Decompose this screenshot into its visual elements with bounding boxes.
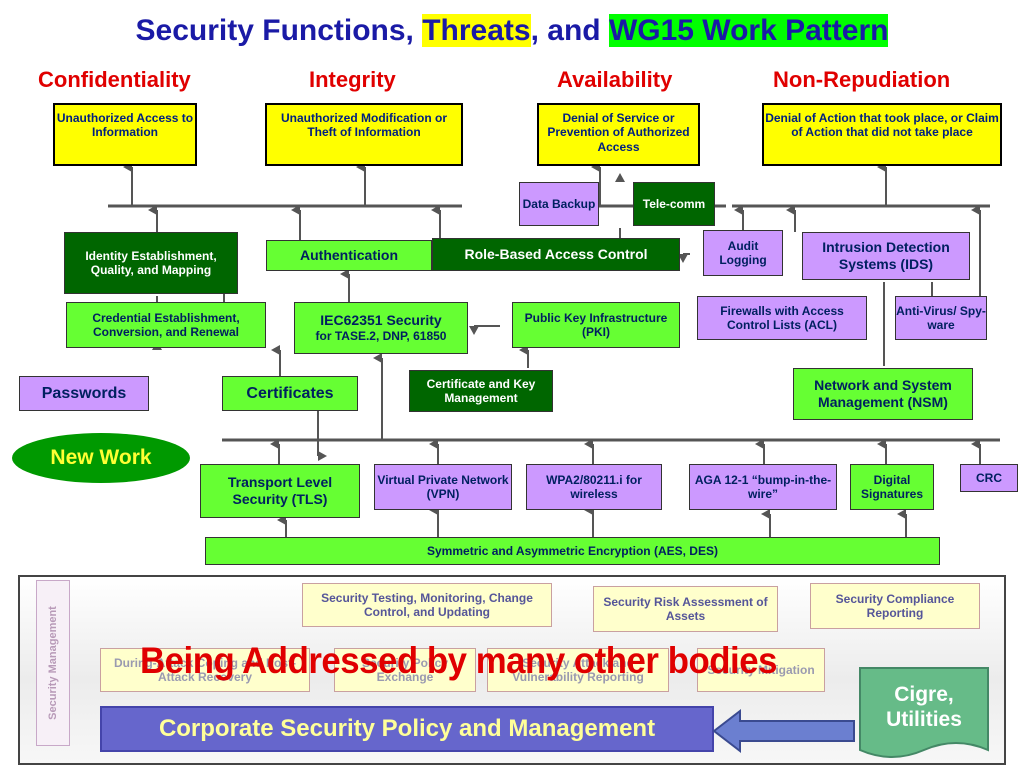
category-non-repudiation: Non-Repudiation <box>773 67 951 92</box>
passwords-box: Passwords <box>19 376 149 411</box>
policy-exchange-box: Security Policy Exchange <box>334 648 476 692</box>
security-testing-box: Security Testing, Monitoring, Change Con… <box>302 583 552 627</box>
audit-logging-box: Audit Logging <box>703 230 783 276</box>
threat-denial-of-service: Denial of Service or Prevention of Autho… <box>537 103 700 166</box>
title-wg15: WG15 Work Pattern <box>608 14 889 47</box>
title-part3: , and <box>530 14 609 47</box>
firewalls-box: Firewalls with Access Control Lists (ACL… <box>697 296 867 340</box>
encryption-bar: Symmetric and Asymmetric Encryption (AES… <box>205 537 940 565</box>
threat-unauthorized-access: Unauthorized Access to Information <box>53 103 197 166</box>
crc-box: CRC <box>960 464 1018 492</box>
identity-establishment-box: Identity Establishment, Quality, and Map… <box>64 232 238 294</box>
risk-assessment-box: Security Risk Assessment of Assets <box>593 586 778 632</box>
cigre-document-shape <box>859 667 989 758</box>
security-management-label-box: Security Management <box>36 580 70 746</box>
title-part1: Security Functions, <box>135 14 423 47</box>
rbac-box: Role-Based Access Control <box>432 238 680 271</box>
iec62351-subtitle: for TASE.2, DNP, 61850 <box>315 329 447 344</box>
left-arrow-icon <box>712 708 855 754</box>
certificates-box: Certificates <box>222 376 358 411</box>
cert-key-management-box: Certificate and Key Management <box>409 370 553 412</box>
cigre-utilities-label: Cigre, Utilities <box>886 682 962 731</box>
nsm-box: Network and System Management (NSM) <box>793 368 973 420</box>
category-integrity: Integrity <box>309 67 396 92</box>
corporate-policy-box: Corporate Security Policy and Management <box>100 706 714 752</box>
iec62351-title: IEC62351 Security <box>320 312 442 329</box>
title-threats: Threats <box>422 14 531 47</box>
telecomm-box: Tele-comm <box>633 182 715 226</box>
attack-recovery-box: During-Attack Coping and Post-Attack Rec… <box>100 648 310 692</box>
other-bodies-overlay: Being Addressed by many other bodies <box>140 640 777 681</box>
tls-box: Transport Level Security (TLS) <box>200 464 360 518</box>
data-backup-box: Data Backup <box>519 182 599 226</box>
security-management-label: Security Management <box>47 606 60 720</box>
threat-denial-of-action: Denial of Action that took place, or Cla… <box>762 103 1002 166</box>
mitigation-box: Security Mitigation <box>697 648 825 692</box>
authentication-box: Authentication <box>266 240 432 271</box>
vpn-box: Virtual Private Network (VPN) <box>374 464 512 510</box>
pki-box: Public Key Infrastructure (PKI) <box>512 302 680 348</box>
digital-signatures-box: Digital Signatures <box>850 464 934 510</box>
wpa2-box: WPA2/80211.i for wireless <box>526 464 662 510</box>
category-availability: Availability <box>557 67 673 92</box>
antivirus-box: Anti-Virus/ Spy-ware <box>895 296 987 340</box>
category-confidentiality: Confidentiality <box>38 67 191 92</box>
aga-box: AGA 12-1 “bump-in-the-wire” <box>689 464 837 510</box>
credential-box: Credential Establishment, Conversion, an… <box>66 302 266 348</box>
iec62351-box: IEC62351 Security for TASE.2, DNP, 61850 <box>294 302 468 354</box>
threat-unauthorized-modification: Unauthorized Modification or Theft of In… <box>265 103 463 166</box>
new-work-badge: New Work <box>12 433 190 483</box>
page-title: Security Functions, Threats, and WG15 Wo… <box>0 14 1024 48</box>
ids-box: Intrusion Detection Systems (IDS) <box>802 232 970 280</box>
compliance-reporting-box: Security Compliance Reporting <box>810 583 980 629</box>
vulnerability-reporting-box: Security Attack and Vulnerability Report… <box>487 648 669 692</box>
